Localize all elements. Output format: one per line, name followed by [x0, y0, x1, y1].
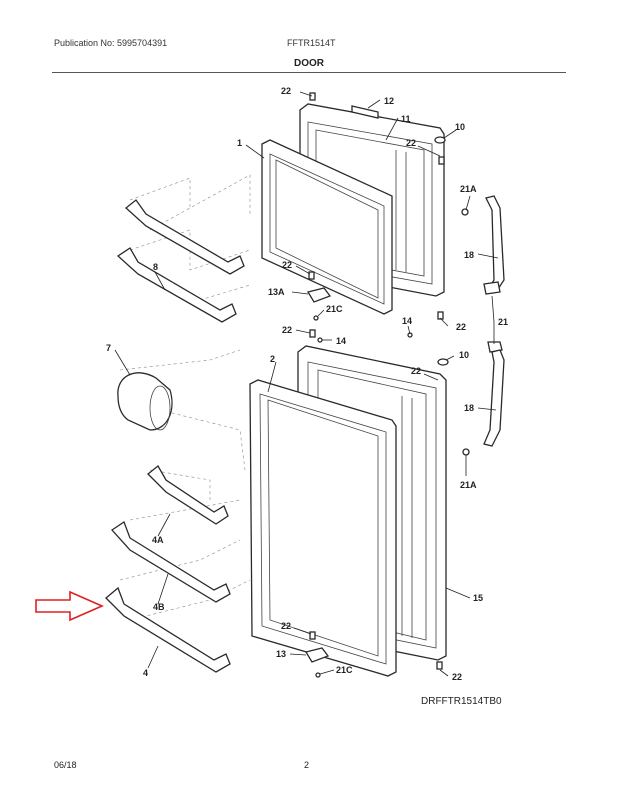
callout-22: 22: [456, 322, 466, 332]
callout-18: 18: [464, 250, 474, 260]
plug-12-part: [351, 105, 379, 119]
callout-22: 22: [282, 325, 292, 335]
callout-14: 14: [402, 316, 412, 326]
callout-8: 8: [153, 262, 158, 272]
footer-date: 06/18: [54, 760, 77, 770]
callout-15: 15: [473, 593, 483, 603]
callout-10: 10: [455, 122, 465, 132]
callout-4a: 4A: [152, 535, 164, 545]
callout-7: 7: [106, 343, 111, 353]
callout-21a: 21A: [460, 184, 477, 194]
fastener-parts-lower: [304, 631, 443, 678]
leader-lines: [114, 91, 499, 677]
callout-22: 22: [411, 366, 421, 376]
callout-22: 22: [452, 672, 462, 682]
fresh-food-gasket-2: [249, 379, 397, 677]
publication-number: Publication No: 5995704391: [54, 38, 168, 48]
callout-22: 22: [281, 621, 291, 631]
callout-13: 13: [276, 649, 286, 659]
freezer-handle-18: [483, 195, 505, 295]
callout-21: 21: [498, 317, 508, 327]
door-bins-4: [105, 465, 231, 673]
header-rule: [52, 72, 566, 73]
callout-labels: 22 12 11 10 22 1 21A 8 18 22 13A 21C 22 …: [106, 86, 508, 682]
callout-18: 18: [464, 403, 474, 413]
callout-21c: 21C: [326, 304, 343, 314]
callout-22: 22: [281, 86, 291, 96]
callout-12: 12: [384, 96, 394, 106]
drawing-code: DRFFTR1514TB0: [421, 696, 502, 707]
callout-1: 1: [237, 138, 242, 148]
callout-4: 4: [143, 668, 148, 678]
callout-22: 22: [406, 138, 416, 148]
callout-21c: 21C: [336, 665, 353, 675]
callout-4b: 4B: [153, 602, 165, 612]
ice-bucket-7: [117, 372, 173, 431]
callout-2: 2: [270, 354, 275, 364]
callout-22: 22: [282, 260, 292, 270]
page-number: 2: [304, 760, 310, 770]
callout-10: 10: [459, 350, 469, 360]
fresh-food-handle-18: [462, 341, 505, 456]
callout-13a: 13A: [268, 287, 285, 297]
hinge-13a-part: [306, 287, 332, 321]
freezer-shelf-8: [116, 199, 245, 323]
freezer-gasket-1: [261, 139, 393, 315]
callout-21a: 21A: [460, 480, 477, 490]
callout-11: 11: [401, 114, 411, 124]
red-arrow-icon: [35, 590, 104, 622]
callout-14: 14: [336, 336, 346, 346]
section-title: DOOR: [294, 58, 324, 69]
model-number: FFTR1514T: [287, 38, 336, 48]
